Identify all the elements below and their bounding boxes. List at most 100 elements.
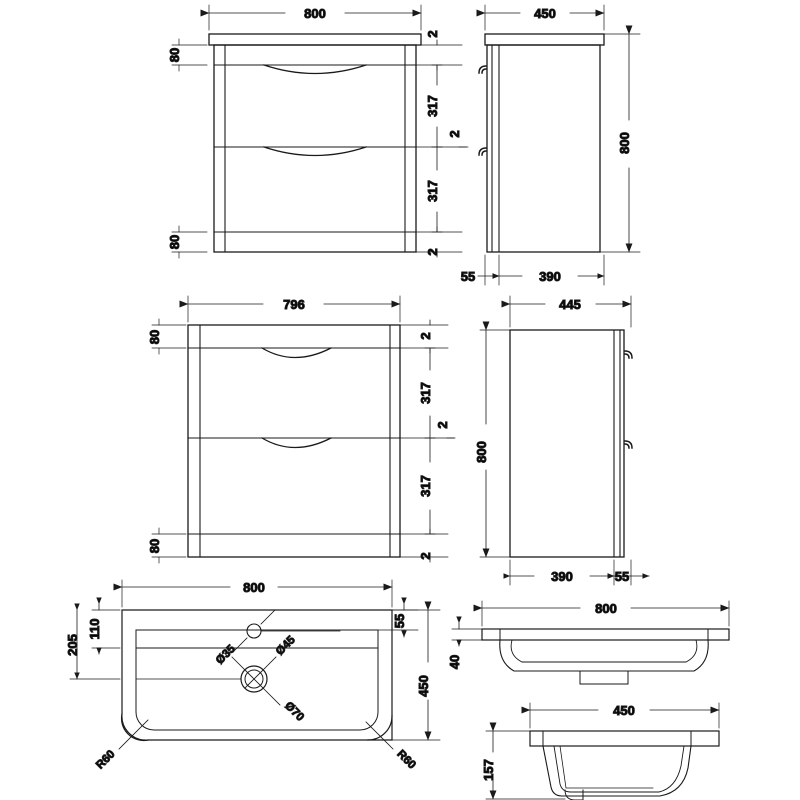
- basin-front-rim-ends: [499, 628, 709, 641]
- dim-cabfront-toprail: 80: [167, 48, 182, 62]
- extension-lines-width-800: [208, 4, 422, 31]
- radius-leader-right: [365, 721, 394, 750]
- dim-cab796-gap-top: 2: [418, 332, 433, 339]
- dim-cab445-height: 800: [474, 441, 489, 463]
- dim-cab445-bodydepth: 390: [551, 569, 573, 584]
- basin-side-bowl: [542, 745, 692, 797]
- cabinet796-body-outline: [187, 324, 401, 558]
- dim-basinfront-width: 800: [595, 601, 617, 616]
- dim-basin-offset-110: 110: [87, 619, 102, 640]
- cabinet796-drawer-handle-upper: [261, 347, 332, 359]
- view-cabinet-front-800: 800 80 80 2: [167, 4, 469, 259]
- tap-hole-small-leader: [232, 609, 341, 653]
- extension-lines-basin-450: [391, 609, 441, 741]
- dim-cabfront-width: 800: [304, 6, 326, 21]
- extension-lines-445-bottom: [509, 559, 632, 586]
- dim-basin-rear-55: 55: [392, 614, 407, 628]
- drawer-handle-lower: [263, 146, 367, 157]
- dim-basin-width: 800: [243, 580, 265, 595]
- waste-hole-leaders: [135, 656, 281, 706]
- basin-front-bowl-inner: [510, 639, 698, 663]
- cabinet796-drawer-handle-lower: [261, 437, 332, 449]
- dim-cab445-depth: 445: [559, 297, 581, 312]
- dim-cab796-width: 796: [283, 297, 305, 312]
- dim-cab796-toprail: 80: [147, 330, 162, 344]
- extension-lines-width-796: [187, 295, 401, 323]
- basin-front-bowl: [499, 639, 709, 672]
- view-basin-side: 450 157: [481, 703, 720, 800]
- basin-side-rim: [529, 730, 720, 747]
- cabinet-side-stiles: [224, 44, 406, 253]
- extension-lines-depth-450: [484, 4, 605, 31]
- cabinet796-side-stiles: [199, 324, 391, 558]
- dim-cab796-bottomrail: 80: [147, 539, 162, 553]
- dim-cab445-offset: 55: [615, 569, 629, 584]
- extension-lines-796-toprail: [151, 318, 187, 355]
- dim-basin-hole-70: Ø70: [282, 700, 306, 724]
- tap-hole-small: [246, 623, 262, 639]
- cabinet-side-front-panel: [491, 44, 500, 253]
- dim-cabside-bodydepth: 390: [539, 269, 561, 284]
- handle-profile-lower: [478, 147, 487, 156]
- basin-front-waste-stub: [579, 670, 629, 685]
- cabinet-side-body-outline: [486, 44, 601, 253]
- extension-lines-bottomrail-80: [171, 225, 208, 259]
- waste-hole-inner: [244, 669, 264, 689]
- cabinet445-front-panel: [613, 329, 621, 558]
- radius-leader-left: [118, 719, 149, 750]
- dim-cabfront-bottomrail: 80: [167, 235, 182, 249]
- basin-side-rim-ends: [542, 730, 692, 747]
- dim-basin-radius-right: R60: [394, 748, 417, 771]
- dim-cabside-depth: 450: [534, 6, 556, 21]
- dim-cab796-gap-mid: 2: [435, 421, 450, 428]
- view-basin-front: 800 40: [447, 601, 730, 685]
- extension-lines-796-bottomrail: [151, 527, 187, 564]
- basin-side-bowl-inner1: [553, 745, 685, 793]
- cabinet-body-outline: [213, 44, 417, 253]
- extension-lines-basinfront-40: [451, 628, 483, 641]
- basin-side-bowl-inner2: [559, 745, 654, 789]
- dim-cab796-drawer1: 317: [418, 382, 433, 404]
- handle445-profile-lower: [624, 440, 633, 449]
- dim-cabfront-drawer1: 317: [425, 95, 440, 117]
- dim-basin-hole-35: Ø35: [214, 643, 238, 667]
- dim-basinside-height: 157: [481, 759, 496, 781]
- view-basin-plan: Ø35 Ø45 Ø70 800: [65, 580, 441, 772]
- basin-bowl-contour: [135, 629, 379, 731]
- dim-cabfront-drawer2: 317: [425, 180, 440, 202]
- extension-lines-height-800: [599, 33, 641, 253]
- waste-hole-crosshair: [244, 669, 264, 689]
- dim-basin-radius-left: R60: [94, 748, 117, 771]
- dim-cabfront-gap-top: 2: [425, 30, 440, 37]
- dim-cab796-drawer2: 317: [418, 475, 433, 497]
- basin-side-waste-stub: [564, 789, 584, 800]
- cabinet-horizontal-rails: [213, 64, 417, 233]
- cabinet445-body-outline: [509, 329, 625, 558]
- dim-cabfront-gap-mid: 2: [447, 130, 462, 137]
- worktop-slab: [208, 33, 422, 46]
- extension-lines-bottom-depth: [484, 254, 605, 286]
- dim-cabside-offset: 55: [461, 269, 475, 284]
- view-cabinet-side-450: 450 800 55 390: [460, 4, 641, 286]
- dim-basin-depth: 450: [416, 675, 431, 697]
- worktop-slab-side: [484, 33, 605, 46]
- extension-lines-796-right: [399, 324, 456, 558]
- dim-cabside-height: 800: [617, 132, 632, 154]
- view-cabinet-side-445: 445 800 390 55: [474, 295, 650, 586]
- dim-cab796-gap-bottom: 2: [418, 552, 433, 559]
- dim-basinside-depth: 450: [613, 703, 635, 718]
- extension-lines-toprail-80: [171, 38, 208, 72]
- cabinet796-horizontal-rails: [187, 347, 401, 535]
- dim-basinfront-thickness: 40: [447, 655, 462, 669]
- view-cabinet-front-796: 796 80 80 2: [147, 295, 456, 564]
- basin-outer-rim-corners: [121, 713, 393, 741]
- dim-cabfront-gap-bottom: 2: [425, 248, 440, 255]
- handle445-profile-upper: [624, 350, 633, 359]
- dim-basin-hole-45: Ø45: [274, 634, 298, 658]
- extension-lines-right-stack: [415, 44, 469, 253]
- handle-profile-upper: [478, 65, 487, 74]
- basin-front-rim: [481, 628, 730, 641]
- dim-basin-offset-205: 205: [65, 634, 80, 656]
